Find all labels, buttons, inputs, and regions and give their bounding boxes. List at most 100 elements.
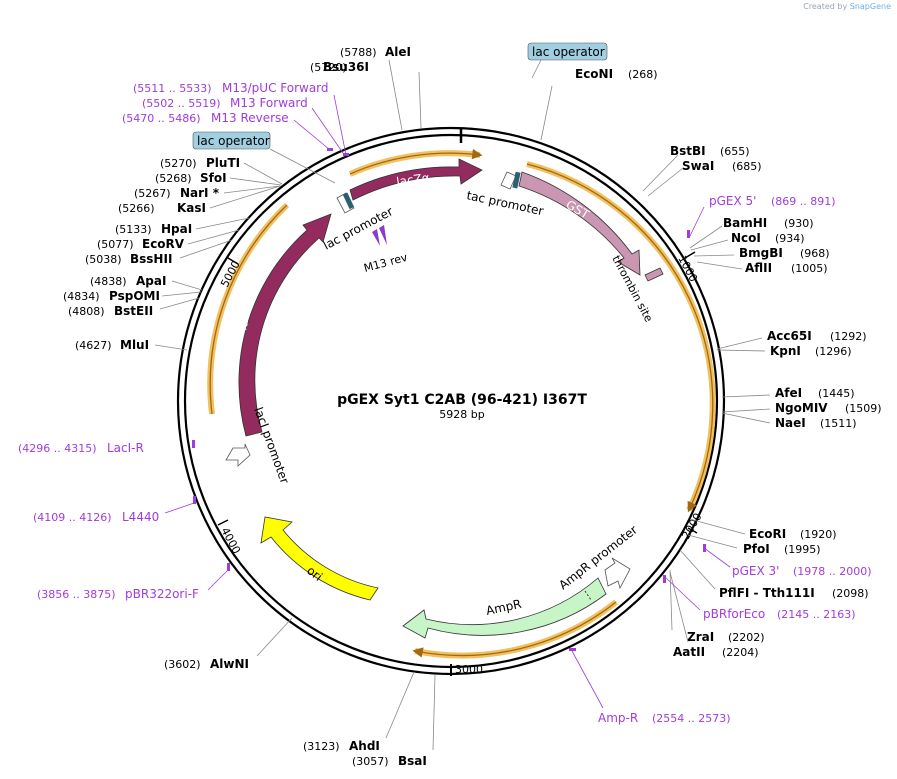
primer-range: (2145 .. 2163) [777, 608, 856, 621]
enzyme-site-apai[interactable]: (4838) ApaI [90, 274, 203, 291]
m13-rev-arrow-a [372, 229, 380, 246]
enzyme-site-ecori[interactable]: EcoRI (1920) [692, 519, 837, 541]
feature-laci[interactable] [238, 213, 332, 437]
feature-lacza[interactable] [349, 158, 483, 201]
enzyme-site-pspomi[interactable]: (4834) PspOMI [63, 289, 202, 303]
enzyme-site-ecorv[interactable]: (5077) EcoRV [97, 229, 240, 251]
primer-range: (5470 .. 5486) [122, 112, 201, 125]
primer-m13-forward[interactable]: (5502 .. 5519) M13 Forward [142, 96, 346, 157]
enzyme-site-kasi[interactable]: (5266) KasI [118, 185, 281, 215]
enzyme-site-econi[interactable]: EcoNI (268) [540, 67, 658, 141]
primer-m13-puc-forward[interactable]: (5511 .. 5533) M13/pUC Forward [133, 81, 349, 156]
plasmid-name: pGEX Syt1 C2AB (96-421) I367T [337, 392, 587, 408]
primer-range: (5511 .. 5533) [133, 82, 212, 95]
enzyme-site-aflii[interactable]: AflII (1005) [696, 261, 828, 275]
enzyme-pos: (5077) [97, 238, 134, 251]
enzyme-site-hpai[interactable]: (5133) HpaI [115, 217, 250, 236]
enzyme-name: BsaI [398, 754, 427, 768]
enzyme-site-bsteii[interactable]: (4808) BstEII [68, 297, 200, 318]
lac-operator-right-box[interactable] [527, 42, 608, 61]
lac-operator-left-leader [269, 148, 336, 184]
enzyme-pos: (1511) [820, 417, 857, 430]
lac-operator-left-box[interactable] [192, 131, 271, 150]
enzyme-name: MluI [120, 338, 149, 352]
enzyme-pos: (1005) [791, 262, 828, 275]
lac-operator-left-mark [342, 192, 355, 210]
enzyme-site-zrai[interactable]: ZraI (2202) [669, 569, 765, 644]
snapgene-logo: SnapGene [849, 2, 891, 11]
credit-text: Created by [803, 2, 848, 11]
feature-gst[interactable] [518, 171, 641, 276]
primer-m13-reverse[interactable]: (5470 .. 5486) M13 Reverse [122, 111, 333, 151]
primer-l4440[interactable]: (4109 .. 4126) L4440 [33, 496, 198, 524]
feature-laci-promoter[interactable] [225, 443, 251, 467]
enzyme-site-pluti[interactable]: (5270) PluTI [160, 156, 283, 185]
enzyme-site-bmgbi[interactable]: BmgBI (968) [693, 246, 830, 260]
feature-ampr[interactable] [402, 577, 607, 639]
enzyme-name: BstEII [114, 304, 153, 318]
enzyme-pos: (1509) [845, 402, 882, 415]
primer-pbr322ori-f[interactable]: (3856 .. 3875) pBR322ori-F [37, 563, 231, 601]
enzyme-site-ncoi[interactable]: NcoI (934) [690, 231, 805, 251]
enzyme-site-alwni[interactable]: (3602) AlwNI [164, 617, 293, 671]
primer-name: pGEX 5' [709, 194, 756, 208]
enzyme-site-bsai[interactable]: (3057) BsaI [352, 674, 436, 768]
enzyme-name: KasI [177, 201, 206, 215]
enzyme-site-bsu36i[interactable]: (5720) Bsu36I [310, 60, 422, 129]
feature-laci-label: lacI [235, 308, 253, 331]
primer-amp-r[interactable]: Amp-R (2554 .. 2573) [569, 648, 731, 725]
enzyme-pos: (655) [720, 145, 750, 158]
enzyme-site-ahdi[interactable]: (3123) AhdI [303, 671, 415, 753]
enzyme-site-swai[interactable]: SwaI (685) [647, 159, 762, 197]
primer-name: pBR322ori-F [125, 587, 199, 601]
enzyme-site-aatii[interactable]: AatII (2204) [669, 571, 759, 659]
primer-pbrforeco[interactable]: pBRforEco (2145 .. 2163) [663, 575, 856, 621]
enzyme-name: EcoRI [749, 527, 786, 541]
enzyme-site-kpni[interactable]: KpnI (1296) [716, 344, 852, 358]
feature-ori[interactable] [260, 516, 379, 601]
tick-label-3000: 3000 [455, 663, 483, 676]
primer-range: (1978 .. 2000) [793, 565, 872, 578]
enzyme-pos: (2202) [728, 631, 765, 644]
enzyme-site-bamhi[interactable]: BamHI (930) [689, 216, 814, 249]
enzyme-site-bsshii[interactable]: (5038) BssHII [85, 239, 233, 266]
enzyme-site-pfoi[interactable]: PfoI (1995) [687, 534, 821, 556]
enzyme-site-mlui[interactable]: (4627) MluI [75, 338, 188, 352]
orf-line-gst [526, 163, 714, 513]
enzyme-site-acc65i[interactable]: Acc65I (1292) [716, 329, 867, 350]
enzyme-site-alei[interactable]: (5788) AleI [340, 45, 411, 131]
enzyme-pos: (968) [800, 247, 830, 260]
enzyme-pos: (5268) [155, 172, 192, 185]
enzyme-pos: (5270) [160, 157, 197, 170]
enzyme-pos: (268) [628, 68, 658, 81]
primer-range: (4296 .. 4315) [18, 442, 97, 455]
enzyme-site-pflfi-tth111i[interactable]: PflFI - Tth111I (2098) [679, 549, 869, 600]
primer-pgex-5[interactable]: pGEX 5' (869 .. 891) [687, 194, 836, 239]
primer-name: L4440 [122, 510, 159, 524]
ampr-dashed-boundary [584, 590, 592, 601]
feature-thrombin-site[interactable] [644, 267, 664, 282]
primer-pgex-3[interactable]: pGEX 3' (1978 .. 2000) [703, 544, 872, 578]
enzyme-name: ApaI [136, 274, 166, 288]
enzyme-pos: (1445) [818, 387, 855, 400]
enzyme-site-sfoi[interactable]: (5268) SfoI [155, 171, 282, 186]
feature-tac-promoter[interactable] [500, 171, 517, 190]
enzyme-site-naei[interactable]: NaeI (1511) [721, 412, 857, 430]
enzyme-name: PspOMI [109, 289, 160, 303]
enzyme-name: PluTI [206, 156, 240, 170]
enzyme-name: BmgBI [739, 246, 783, 260]
enzyme-site-bstbi[interactable]: BstBI (655) [642, 144, 750, 192]
primer-laci-r[interactable]: (4296 .. 4315) LacI-R [18, 440, 195, 455]
enzyme-site-afei[interactable]: AfeI (1445) [721, 386, 855, 400]
enzyme-name: AatII [673, 645, 705, 659]
feature-lacza-label: lacZα [395, 170, 430, 189]
enzyme-site-nari[interactable]: (5267) NarI * [134, 185, 281, 200]
enzyme-site-ngomiv[interactable]: NgoMIV (1509) [721, 401, 882, 415]
enzyme-pos: (3057) [352, 755, 389, 768]
enzyme-pos: (685) [732, 160, 762, 173]
enzyme-pos: (5266) [118, 202, 155, 215]
tick-mark-5000 [227, 257, 239, 265]
enzyme-name: SwaI [682, 159, 714, 173]
orf-highlight-gst [526, 161, 716, 512]
feature-ampr-promoter[interactable] [604, 557, 631, 590]
